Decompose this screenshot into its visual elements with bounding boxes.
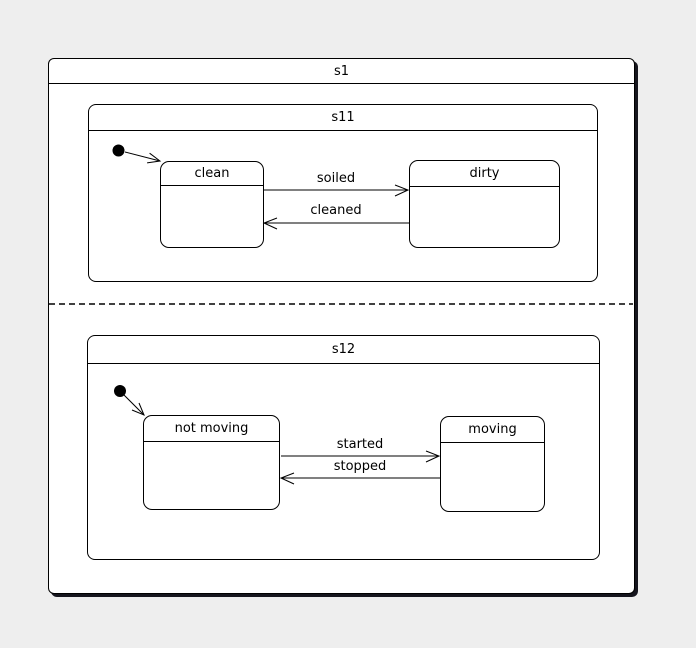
transition-label-started: started <box>336 437 384 452</box>
transition-label-cleaned: cleaned <box>310 203 362 218</box>
state-dirty-title: dirty <box>410 161 559 187</box>
state-clean-title: clean <box>161 162 263 186</box>
state-not-moving: not moving <box>143 415 280 510</box>
state-moving: moving <box>440 416 545 512</box>
state-dirty: dirty <box>409 160 560 248</box>
region-s12-title: s12 <box>88 336 599 364</box>
state-clean: clean <box>160 161 264 248</box>
transition-label-soiled: soiled <box>316 171 356 186</box>
region-s11-title: s11 <box>89 105 597 131</box>
transition-label-stopped: stopped <box>333 459 387 474</box>
state-not-moving-title: not moving <box>144 416 279 442</box>
state-s1-title: s1 <box>49 59 634 84</box>
state-moving-title: moving <box>441 417 544 443</box>
